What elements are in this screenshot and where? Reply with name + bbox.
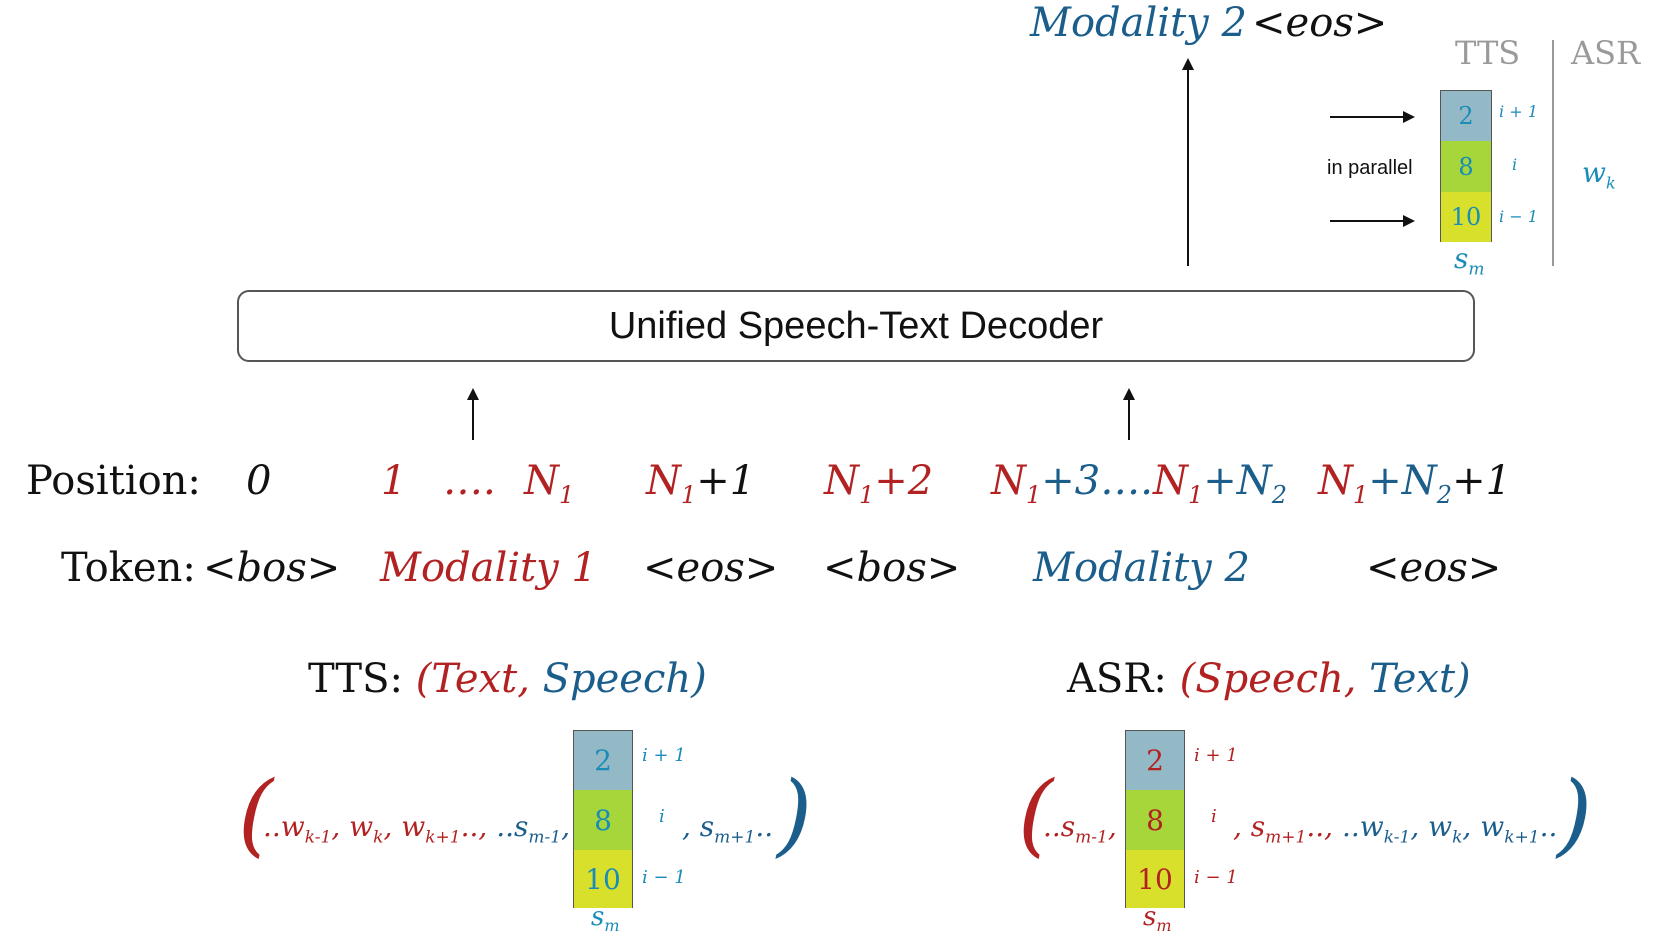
token-modality-2: Modality 2 — [1033, 545, 1250, 591]
asr-index-bot: i − 1 — [1194, 867, 1238, 888]
position-n1-plus-2: N1+2 — [824, 458, 934, 509]
decoder-label: Unified Speech-Text Decoder — [608, 304, 1104, 347]
tts-stack-label: sm — [591, 902, 620, 935]
position-n1-plus-3-range: N1+3….N1+N2 — [991, 458, 1288, 509]
token-eos-2: <eos> — [1366, 545, 1502, 591]
asr-index-top: i + 1 — [1194, 745, 1238, 766]
inset-asr-word: wk — [1582, 156, 1616, 193]
asr-example-title: ASR: (Speech, Text) — [1067, 656, 1471, 702]
position-dots: …. — [443, 458, 496, 504]
inset-stack-label: sm — [1454, 242, 1485, 280]
tts-sequence-right: , sm+1.. — [682, 810, 774, 848]
output-arrow — [1187, 68, 1189, 266]
output-eos: <eos> — [1252, 0, 1388, 46]
token-bos-2: <bos> — [823, 545, 961, 591]
output-modality-2: Modality 2 — [1030, 0, 1247, 46]
inset-index-top: i + 1 — [1499, 102, 1538, 121]
parallel-arrowhead-top — [1403, 111, 1415, 123]
tts-index-bot: i − 1 — [642, 867, 686, 888]
asr-open-paren: ( — [1018, 762, 1054, 867]
asr-token-stack: 2 8 10 — [1125, 730, 1185, 908]
position-n1-plus-1: N1+1 — [646, 458, 756, 509]
position-label: Position: — [26, 458, 201, 504]
tts-token-stack: 2 8 10 — [573, 730, 633, 908]
inset-cell-top: 2 — [1441, 91, 1491, 141]
tts-open-paren: ( — [238, 762, 274, 867]
inset-tts-header: TTS — [1455, 34, 1521, 72]
tts-index-top: i + 1 — [642, 745, 686, 766]
asr-cell-bot: 10 — [1126, 850, 1184, 908]
parallel-arrowhead-bottom — [1403, 215, 1415, 227]
tts-example-title: TTS: (Text, Speech) — [308, 656, 707, 702]
inset-index-mid: i — [1512, 155, 1518, 174]
input-arrowhead-right — [1123, 388, 1135, 400]
token-modality-1: Modality 1 — [380, 545, 597, 591]
asr-index-mid: i — [1211, 806, 1217, 827]
inset-cell-bot: 10 — [1441, 192, 1491, 242]
inset-divider — [1552, 40, 1554, 266]
asr-close-paren: ) — [1557, 762, 1593, 867]
asr-cell-mid: 8 — [1126, 790, 1184, 850]
position-0: 0 — [246, 458, 272, 504]
tts-index-mid: i — [659, 806, 665, 827]
position-1: 1 — [381, 458, 407, 504]
token-eos-1: <eos> — [643, 545, 779, 591]
asr-cell-top: 2 — [1126, 731, 1184, 790]
asr-stack-label: sm — [1143, 902, 1172, 935]
parallel-arrow-top — [1330, 116, 1404, 118]
position-n1-n2-plus-1: N1+N2+1 — [1318, 458, 1512, 509]
asr-sequence-right: , sm+1.., ..wk-1, wk, wk+1.. — [1233, 810, 1558, 848]
parallel-label: in parallel — [1327, 157, 1413, 179]
tts-cell-bot: 10 — [574, 850, 632, 908]
tts-cell-mid: 8 — [574, 790, 632, 850]
tts-sequence-left: ..wk-1, wk, wk+1.., ..sm-1, — [263, 810, 570, 848]
token-bos-1: <bos> — [203, 545, 341, 591]
tts-cell-top: 2 — [574, 731, 632, 790]
input-arrow-left — [472, 398, 474, 440]
input-arrowhead-left — [467, 388, 479, 400]
inset-cell-mid: 8 — [1441, 141, 1491, 192]
parallel-arrow-bottom — [1330, 220, 1404, 222]
output-arrowhead — [1182, 58, 1194, 70]
inset-token-stack: 2 8 10 — [1440, 90, 1492, 242]
inset-index-bot: i − 1 — [1499, 207, 1538, 226]
token-label: Token: — [61, 545, 196, 591]
unified-decoder-box: Unified Speech-Text Decoder — [237, 290, 1475, 362]
asr-sequence-left: ..sm-1, — [1043, 810, 1117, 848]
tts-close-paren: ) — [777, 762, 813, 867]
position-n1: N1 — [524, 458, 575, 509]
input-arrow-right — [1128, 398, 1130, 440]
inset-asr-header: ASR — [1571, 34, 1641, 72]
